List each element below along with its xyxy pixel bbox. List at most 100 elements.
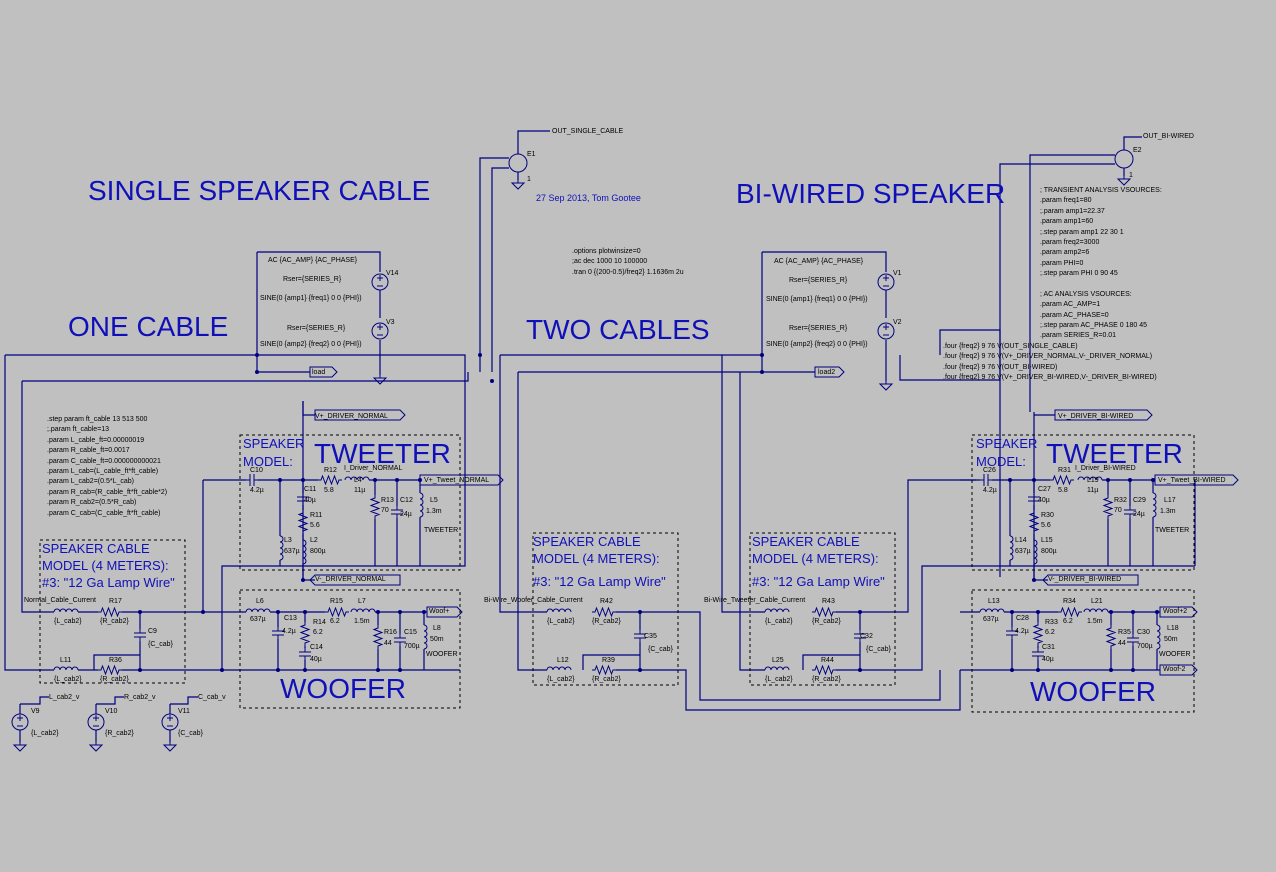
analysis-line: .param PHI=0: [1040, 259, 1084, 267]
wire: [739, 372, 765, 671]
junction-dot: [638, 610, 642, 614]
cab3-c-val: {C_cab}: [866, 646, 891, 653]
ground: [878, 381, 894, 391]
cab3-r2-val: {R_cab2}: [812, 676, 841, 683]
l8-ref: L8: [433, 625, 441, 632]
cable-model-3-line1: SPEAKER CABLE: [752, 534, 860, 549]
resistor: [1105, 625, 1117, 649]
capacitor: [1028, 493, 1040, 505]
l14-ref: L14: [1015, 537, 1027, 544]
components: [11, 149, 1239, 752]
c26-val: 4.2µ: [983, 487, 997, 494]
analysis-line: .param AC_PHASE=0: [1040, 311, 1109, 319]
junction-dot: [858, 668, 862, 672]
speaker-model-label-right-2: MODEL:: [976, 454, 1026, 469]
l15-val: 800µ: [1041, 548, 1057, 555]
tweeter-label-right: TWEETER: [1046, 438, 1183, 469]
cab3-l-val: {L_cab2}: [765, 618, 793, 625]
capacitor: [1006, 627, 1018, 639]
capacitor: [299, 648, 311, 660]
l2-ref: L2: [310, 537, 318, 544]
cab2-r-val: {R_cab2}: [592, 618, 621, 625]
inductor: [1077, 476, 1103, 481]
voltage-source: [87, 713, 105, 731]
voltage-source: [11, 713, 29, 731]
wire: [582, 654, 640, 670]
analysis-line: ;.step param PHI 0 90 45: [1040, 270, 1118, 278]
junction-dot: [398, 610, 402, 614]
junction-dot: [760, 370, 764, 374]
net-vm-driver-bi: V-_DRIVER_BI-WIRED: [1048, 576, 1122, 583]
c14-val: 40µ: [310, 656, 322, 663]
net-c-cab-v: C_cab_v: [198, 694, 226, 701]
inductor: [546, 666, 572, 671]
speaker-model-label-right: SPEAKER: [976, 436, 1038, 451]
cab3-l2-val: {L_cab2}: [765, 676, 793, 683]
l18-val: 50m: [1164, 636, 1178, 643]
param-line: .param C_cable_ft=0.000000000021: [47, 457, 161, 465]
speaker-model-label-left-2: MODEL:: [243, 454, 293, 469]
analysis-line: ; TRANSIENT ANALYSIS VSOURCES:: [1040, 187, 1162, 194]
l5-ref: L5: [430, 497, 438, 504]
r32-ref: R32: [1114, 497, 1127, 504]
ground: [162, 742, 178, 752]
capacitor: [272, 627, 284, 639]
c9-ref: C9: [148, 628, 157, 635]
capacitor: [1124, 506, 1136, 518]
src-right-sine2: SINE(0 {amp2} {freq2} 0 0 {PHI}): [766, 341, 868, 348]
net-i-driver-bi: I_Driver_BI-WIRED: [1075, 465, 1136, 472]
junction-dot: [376, 668, 380, 672]
wire: [22, 372, 469, 382]
wire: [499, 355, 547, 613]
junction-dot: [373, 478, 377, 482]
r34-val: 6.2: [1063, 618, 1073, 625]
junction-dot: [395, 478, 399, 482]
cable-model-3-line3: #3: "12 Ga Lamp Wire": [752, 574, 885, 589]
r43-ref: R43: [822, 598, 835, 605]
src-right-rser1: Rser={SERIES_R}: [789, 277, 848, 284]
l13-val: 637µ: [983, 616, 999, 623]
l3-val: 637µ: [284, 548, 300, 555]
woofer-tag-left: WOOFER: [426, 651, 458, 658]
net-out-single-cable: OUT_SINGLE_CABLE: [552, 128, 624, 135]
junction-dot: [1036, 668, 1040, 672]
cable-model-1-line1: SPEAKER CABLE: [42, 541, 150, 556]
inductor: [1009, 535, 1014, 561]
r34-ref: R34: [1063, 598, 1076, 605]
sim-option-line: .tran 0 {(200-0.5)/freq2} 1.1636m 2u: [572, 268, 684, 276]
junction-dot: [138, 610, 142, 614]
src-right-ac: AC {AC_AMP} {AC_PHASE}: [774, 258, 864, 265]
dashed-box: [971, 434, 1195, 571]
title-one-cable: ONE CABLE: [68, 311, 229, 342]
net-flag: [419, 474, 504, 486]
net-flag: [1159, 664, 1198, 676]
capacitor: [1032, 648, 1044, 660]
c12-ref: C12: [400, 497, 413, 504]
cab1-r-val: {R_cab2}: [100, 618, 129, 625]
net-l-cab2-v: L_cab2_v: [49, 694, 80, 701]
inductor: [53, 608, 79, 613]
cab1-l-val: {L_cab2}: [54, 618, 82, 625]
analysis-line: ; AC ANALYSIS VSOURCES:: [1040, 290, 1132, 298]
junction-dot: [1032, 578, 1036, 582]
r12-val: 5.8: [324, 487, 334, 494]
analysis-block: ; TRANSIENT ANALYSIS VSOURCES: .param fr…: [1040, 186, 1162, 342]
cable-model-2-line1: SPEAKER CABLE: [533, 534, 641, 549]
wire: [256, 252, 310, 373]
l5-val: 1.3m: [426, 508, 442, 515]
dependent-source: [508, 153, 528, 173]
analysis-line: .param SERIES_R=0.01: [1040, 332, 1117, 340]
junction-dot: [278, 478, 282, 482]
v9-ref: V9: [31, 708, 40, 715]
resistor: [812, 606, 836, 618]
r14-ref: R14: [313, 619, 326, 626]
r11-val: 5.6: [310, 522, 320, 529]
dashed-box: [971, 589, 1195, 713]
l19-ref: L19: [1087, 477, 1099, 484]
net-woof-plus: Woof+: [429, 608, 450, 615]
capacitor: [980, 474, 992, 486]
c29-val: 24µ: [1133, 511, 1145, 518]
resistor: [98, 606, 122, 618]
c12-val: 24µ: [400, 511, 412, 518]
src-right-v2: V2: [893, 319, 902, 326]
